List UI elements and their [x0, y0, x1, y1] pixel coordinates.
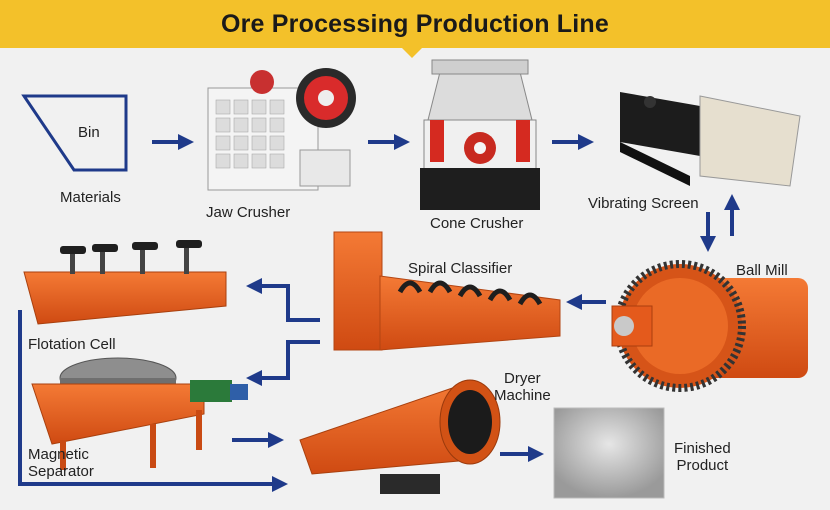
- dryer-machine-label-line1: Dryer: [504, 370, 541, 387]
- flow-arrows: [18, 134, 740, 492]
- materials-label: Materials: [60, 189, 121, 206]
- magnetic-separator-label: Magnetic Separator: [28, 446, 94, 480]
- vibrating-screen-icon: [620, 92, 801, 187]
- finished-product-label: Finished Product: [674, 440, 731, 474]
- magnetic-separator-label-line1: Magnetic: [28, 446, 89, 463]
- bin-icon: [21, 94, 128, 172]
- ball-mill-icon: [611, 260, 808, 392]
- spiral-classifier-label: Spiral Classifier: [408, 260, 513, 277]
- finished-product-icon: [553, 407, 665, 499]
- cone-crusher-icon: [420, 59, 540, 210]
- page-title: Ore Processing Production Line: [220, 10, 610, 38]
- banner-pointer: [400, 46, 424, 58]
- finished-product-label-line1: Finished: [674, 440, 731, 457]
- flotation-cell-label: Flotation Cell: [28, 336, 116, 353]
- dryer-machine-label: Dryer Machine: [494, 370, 551, 404]
- arrow-classifier-to-magnetic: [246, 340, 320, 386]
- magnetic-separator-icon: [31, 357, 248, 470]
- vibrating-screen-label: Vibrating Screen: [588, 195, 699, 212]
- ball-mill-label: Ball Mill: [736, 262, 788, 279]
- title-banner: [0, 0, 830, 48]
- arrow-classifier-to-flotation: [246, 278, 320, 322]
- cone-crusher-label: Cone Crusher: [430, 215, 524, 232]
- dryer-machine-label-line2: Machine: [494, 387, 551, 404]
- flotation-cell-icon: [23, 240, 227, 325]
- dryer-machine-icon: [299, 379, 501, 494]
- spiral-classifier-icon: [333, 231, 561, 351]
- bin-label: Bin: [78, 124, 100, 141]
- jaw-crusher-icon: [207, 68, 356, 191]
- arrow-flotation-to-dryer: [18, 310, 288, 492]
- magnetic-separator-label-line2: Separator: [28, 463, 94, 480]
- jaw-crusher-label: Jaw Crusher: [206, 204, 291, 221]
- finished-product-label-line2: Product: [676, 457, 729, 474]
